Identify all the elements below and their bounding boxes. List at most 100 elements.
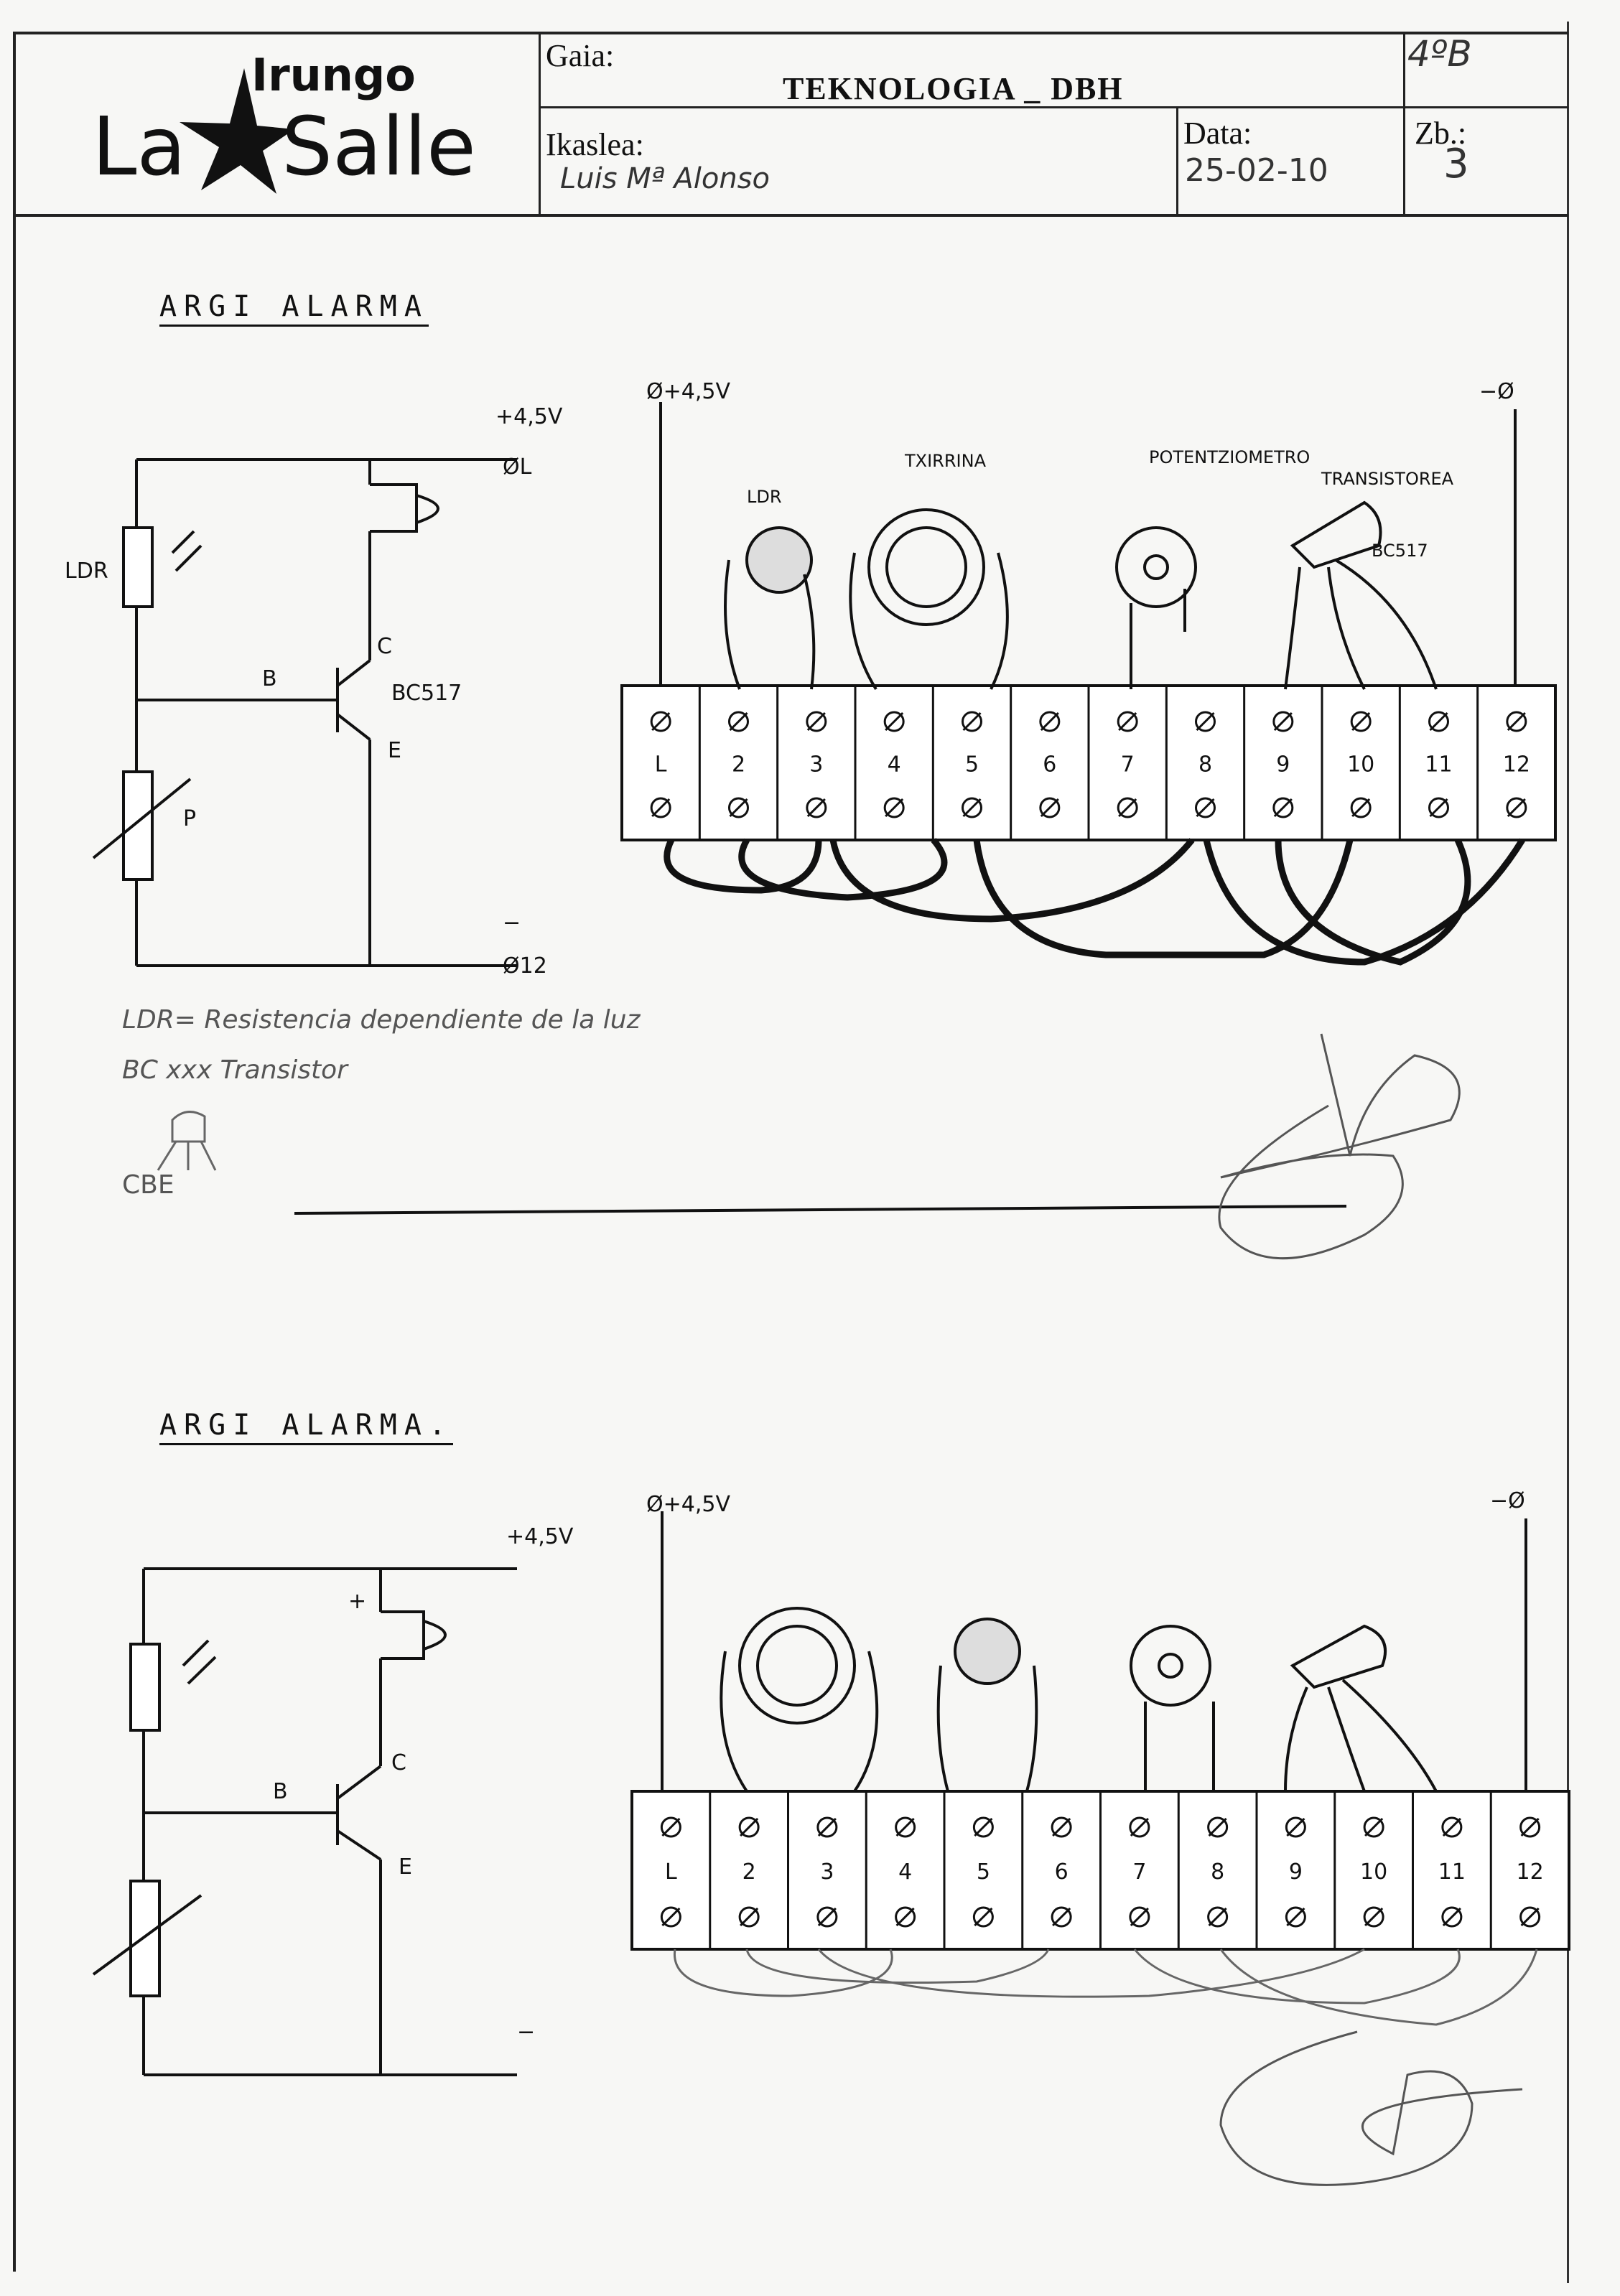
screw-slot-icon xyxy=(1364,1907,1384,1927)
screw-slot-icon xyxy=(740,1907,759,1927)
s1-collector-label: C xyxy=(377,634,392,659)
terminal-number: 11 xyxy=(1425,752,1452,778)
screw-icon xyxy=(816,1816,838,1838)
screw-icon xyxy=(962,711,982,732)
screw-icon xyxy=(1051,1816,1072,1838)
screw-icon xyxy=(1428,711,1449,732)
s1-supply-terminal: ØL xyxy=(503,454,532,480)
s1-emitter-label: E xyxy=(388,738,401,763)
terminal-number: 8 xyxy=(1211,1859,1224,1885)
s1-board-pot: POTENTZIOMETRO xyxy=(1149,447,1310,467)
logo-text-irungo: Irungo xyxy=(251,49,416,101)
screw-slot-icon xyxy=(1208,1817,1227,1837)
s1-board-transistor-code: BC517 xyxy=(1372,541,1428,561)
screw-slot-icon xyxy=(1208,1907,1227,1927)
screw-icon xyxy=(660,1816,681,1838)
screw-slot-icon xyxy=(806,798,826,818)
terminal-number: 7 xyxy=(1121,752,1135,778)
screw-icon xyxy=(650,797,671,818)
screw-slot-icon xyxy=(1507,798,1526,818)
screw-slot-icon xyxy=(1130,1907,1149,1927)
s2-plus: + xyxy=(348,1589,366,1614)
s1-ground-label: Ø12 xyxy=(503,953,547,979)
screw-icon xyxy=(1363,1816,1384,1838)
screw-icon xyxy=(1195,797,1216,818)
screw-slot-icon xyxy=(1507,711,1526,732)
s2-supply-pos: +4,5V xyxy=(506,1524,574,1549)
signature-2 xyxy=(1219,2030,1523,2186)
screw-slot-icon xyxy=(1052,1907,1071,1927)
screw-icon xyxy=(1207,1906,1229,1928)
screw-slot-icon xyxy=(962,711,982,732)
logo-text-salle: Salle xyxy=(281,101,476,194)
s1-base-label: B xyxy=(262,666,277,691)
s1-board-transistor: TRANSISTOREA xyxy=(1321,469,1454,489)
date-label: Data: xyxy=(1183,116,1252,151)
screw-icon xyxy=(806,711,827,732)
screw-icon xyxy=(1285,1816,1306,1838)
screw-slot-icon xyxy=(1351,798,1371,818)
student-name: Luis Mª Alonso xyxy=(560,162,770,195)
terminal-number: 10 xyxy=(1347,752,1374,778)
screw-icon xyxy=(738,1906,760,1928)
screw-icon xyxy=(895,1816,916,1838)
header-box xyxy=(13,32,1568,217)
screw-icon xyxy=(660,1906,681,1928)
number-value: 3 xyxy=(1443,141,1469,187)
screw-slot-icon xyxy=(817,1817,837,1837)
screw-icon xyxy=(1117,711,1138,732)
screw-slot-icon xyxy=(885,711,904,732)
screw-icon xyxy=(1441,1816,1463,1838)
screw-slot-icon xyxy=(1351,711,1371,732)
page-border-left xyxy=(13,32,16,2272)
signature-1 xyxy=(1218,1033,1461,1260)
screw-slot-icon xyxy=(1286,1907,1305,1927)
screw-slot-icon xyxy=(1118,711,1137,732)
screw-slot-icon xyxy=(962,798,982,818)
screw-icon xyxy=(728,797,749,818)
subject-label: Gaia: xyxy=(546,38,615,73)
s2-collector-label: C xyxy=(391,1750,406,1775)
screw-icon xyxy=(1195,711,1216,732)
s2-base-label: B xyxy=(273,1779,288,1804)
screw-slot-icon xyxy=(1273,711,1293,732)
pinout-label: CBE xyxy=(122,1170,174,1200)
logo-text-la: La xyxy=(92,101,187,194)
s2-emitter-label: E xyxy=(399,1854,412,1880)
screw-slot-icon xyxy=(1520,1907,1540,1927)
screw-slot-icon xyxy=(885,798,904,818)
screw-icon xyxy=(972,1906,994,1928)
terminal-number: 2 xyxy=(742,1859,756,1885)
group-value: 4ºB xyxy=(1407,33,1472,75)
terminal-number: L xyxy=(665,1859,677,1885)
screw-slot-icon xyxy=(1273,798,1293,818)
screw-icon xyxy=(1051,1906,1072,1928)
screw-slot-icon xyxy=(1286,1817,1305,1837)
screw-slot-icon xyxy=(729,711,748,732)
s1-supply-neg: − xyxy=(503,910,521,935)
screw-slot-icon xyxy=(1130,1817,1149,1837)
screw-slot-icon xyxy=(729,798,748,818)
screw-slot-icon xyxy=(651,711,671,732)
terminal-number: 4 xyxy=(898,1859,912,1885)
screw-icon xyxy=(883,797,905,818)
screw-slot-icon xyxy=(895,1817,915,1837)
terminal-number: 3 xyxy=(820,1859,834,1885)
screw-icon xyxy=(1506,711,1527,732)
s2-board-neg: −Ø xyxy=(1490,1488,1525,1513)
school-logo: Irungo La Salle xyxy=(72,43,517,194)
screw-icon xyxy=(1272,711,1294,732)
note-transistor: BC xxx Transistor xyxy=(122,1055,348,1085)
screw-slot-icon xyxy=(661,1907,681,1927)
terminal-number: 5 xyxy=(977,1859,990,1885)
terminal-number: 9 xyxy=(1276,752,1290,778)
s1-supply-pos: +4,5V xyxy=(495,404,563,429)
date-value: 25-02-10 xyxy=(1185,152,1328,189)
screw-icon xyxy=(1129,1816,1150,1838)
terminal-number: 9 xyxy=(1289,1859,1303,1885)
screw-icon xyxy=(1363,1906,1384,1928)
screw-icon xyxy=(738,1816,760,1838)
subject-value: TEKNOLOGIA _ DBH xyxy=(783,71,1124,106)
